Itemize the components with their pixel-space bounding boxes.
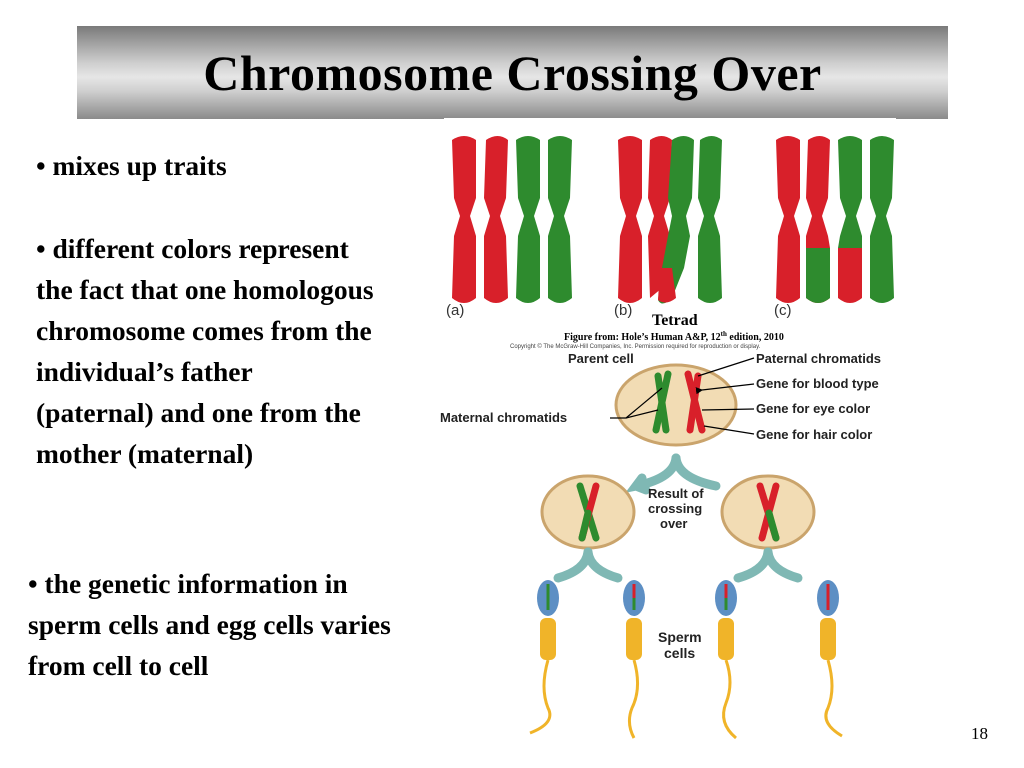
split-arrow [671, 453, 721, 491]
split-arrow [733, 547, 773, 583]
red-chromatid [484, 136, 508, 303]
sperm-cell [817, 580, 843, 738]
bullet-item: • different colors represent the fact th… [36, 233, 374, 469]
leader-line [695, 383, 755, 395]
leader-line [701, 408, 755, 411]
bullet-item: • the genetic information in sperm cells… [28, 568, 391, 681]
leader-line [625, 409, 659, 419]
figure-svg: (a) (b) (c) Tetrad Figure from: Hole’s H… [440, 118, 896, 740]
crossover-segment [806, 248, 830, 303]
gene-blood-type-label: Gene for blood type [756, 376, 879, 391]
result-label-line3: over [660, 516, 687, 531]
red-chromatid [776, 136, 800, 303]
sperm-cell [715, 580, 737, 740]
maternal-chromatids-label: Maternal chromatids [440, 410, 567, 425]
gene-eye-color-label: Gene for eye color [756, 401, 870, 416]
crossover-segment [578, 509, 592, 542]
panel-a-chromosomes [452, 136, 572, 303]
green-chromatid [870, 136, 894, 303]
result-label-line1: Result of [648, 486, 704, 501]
panel-c-chromosomes [776, 136, 894, 303]
title-bar: Chromosome Crossing Over [77, 26, 948, 119]
green-chromatid [548, 136, 572, 303]
split-arrow [553, 547, 593, 583]
leader-line [703, 425, 755, 435]
crossover-segment [765, 509, 780, 542]
green-chromatid [516, 136, 540, 303]
slide-title: Chromosome Crossing Over [203, 44, 822, 101]
sperm-cell [623, 580, 645, 739]
crossing-over-figure: (a) (b) (c) Tetrad Figure from: Hole’s H… [436, 118, 936, 748]
sperm-label-line2: cells [664, 645, 695, 661]
bullet-item: • mixes up traits [36, 150, 227, 181]
leader-line [697, 357, 755, 377]
page-number: 18 [971, 724, 988, 743]
copyright-notice: Copyright © The McGraw-Hill Companies, I… [510, 343, 761, 350]
panel-label-b: (b) [614, 302, 632, 319]
green-chromatid [658, 136, 694, 304]
parent-cell [614, 363, 738, 447]
tetrad-label: Tetrad [652, 312, 698, 329]
crossover-segment [658, 268, 676, 303]
sperm-label-line1: Sperm [658, 629, 702, 645]
red-chromatid [618, 136, 642, 303]
crossover-segment [838, 248, 862, 303]
figure-citation: Figure from: Hole’s Human A&P, 12th edit… [564, 330, 784, 343]
split-arrow [583, 547, 623, 583]
panel-label-c: (c) [774, 302, 792, 319]
split-arrow [763, 547, 803, 583]
paternal-chromatids-label: Paternal chromatids [756, 351, 881, 366]
parent-cell-label: Parent cell [568, 351, 634, 366]
green-chromatid [838, 136, 862, 248]
red-chromatid [452, 136, 476, 303]
gene-hair-color-label: Gene for hair color [756, 427, 872, 442]
green-chromatid [698, 136, 722, 303]
parent-cell-chromosomes [652, 370, 706, 434]
sperm-cell [529, 580, 559, 735]
result-label-line2: crossing [648, 501, 702, 516]
panel-label-a: (a) [446, 302, 464, 319]
panel-b-chromosomes [618, 136, 722, 304]
